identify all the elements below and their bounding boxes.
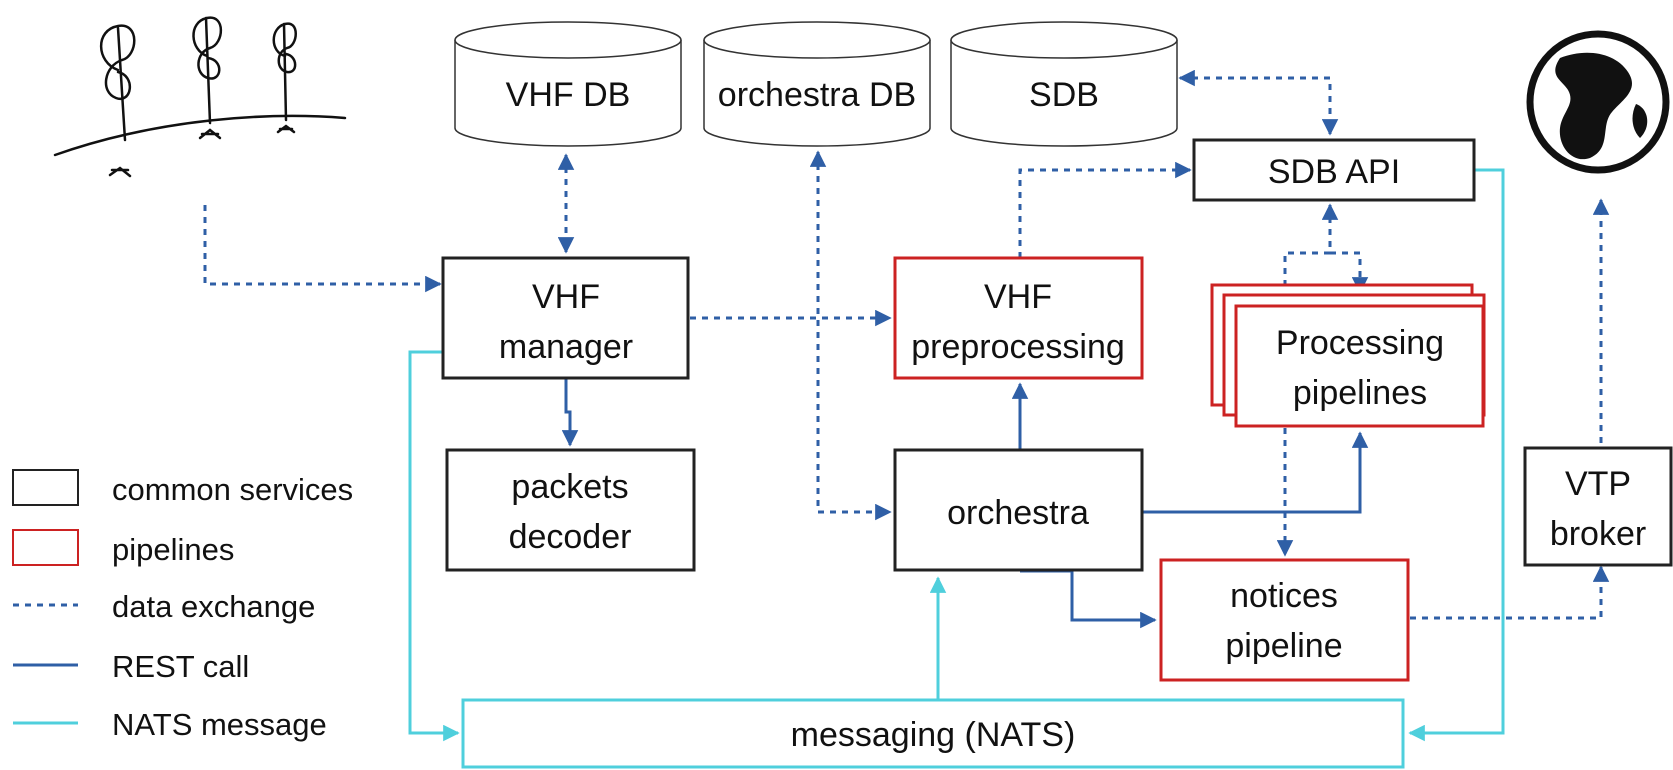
processing-pipelines-label-2: pipelines [1293, 374, 1427, 412]
processing-pipelines-stack[interactable]: Processing pipelines [1210, 283, 1486, 428]
rest-orchestra-to-notices [1020, 569, 1157, 629]
orchestra-db-label: orchestra DB [718, 76, 916, 114]
vhf-db-label: VHF DB [506, 76, 631, 114]
nats-sdb-api-to-messaging [1408, 168, 1505, 742]
legend-label-data-exchange: data exchange [112, 589, 315, 624]
vhf-manager-label-1: VHF [532, 278, 600, 316]
sdb-cylinder[interactable]: SDB [950, 21, 1178, 147]
vtp-broker-box[interactable]: VTP broker [1523, 446, 1673, 567]
processing-pipelines-label-1: Processing [1276, 324, 1444, 362]
legend-label-pipelines: pipelines [112, 532, 234, 567]
sdb-label: SDB [1029, 76, 1099, 114]
data-antennas-to-vhf-manager [203, 205, 442, 293]
nats-vhf-manager-to-messaging [408, 350, 460, 742]
packets-decoder-label-1: packets [511, 468, 628, 506]
rest-vhf-manager-to-packets-decoder [561, 378, 579, 447]
notices-pipeline-box[interactable]: notices pipeline [1159, 558, 1410, 682]
legend-label-rest-call: REST call [112, 649, 249, 684]
data-sdb-api-to-processing [1283, 203, 1339, 310]
antennas-sketch-icon [53, 16, 347, 178]
vhf-manager-box[interactable]: VHF manager [441, 256, 690, 380]
notices-pipeline-label-2: pipeline [1225, 627, 1342, 665]
legend-swatch-common-services [12, 469, 79, 506]
data-sdb-to-sdb-api [1178, 69, 1339, 136]
orchestra-db-cylinder[interactable]: orchestra DB [703, 21, 931, 147]
rest-orchestra-to-processing [1143, 431, 1369, 514]
sdb-api-box[interactable]: SDB API [1192, 138, 1476, 202]
vhf-preprocessing-label-2: preprocessing [911, 328, 1125, 366]
notices-pipeline-label-1: notices [1230, 577, 1338, 615]
sdb-api-label: SDB API [1268, 153, 1400, 191]
data-notices-to-vtp-broker [1410, 565, 1610, 620]
legend: common services pipelines data exchange … [12, 469, 353, 742]
packets-decoder-box[interactable]: packets decoder [445, 448, 696, 572]
messaging-nats-label: messaging (NATS) [791, 716, 1076, 754]
legend-label-common-services: common services [112, 472, 353, 507]
data-orchestra-db-to-orchestra [809, 150, 892, 521]
packets-decoder-label-2: decoder [509, 518, 632, 556]
vhf-preprocessing-label-1: VHF [984, 278, 1052, 316]
connectors [203, 69, 1610, 742]
data-preprocessing-to-sdb-api [1018, 161, 1192, 258]
vtp-broker-label-1: VTP [1565, 465, 1631, 503]
vtp-broker-label-2: broker [1550, 515, 1646, 553]
messaging-nats-box[interactable]: messaging (NATS) [461, 698, 1405, 769]
globe-icon [1526, 30, 1670, 174]
legend-swatch-pipelines [12, 529, 79, 566]
orchestra-box[interactable]: orchestra [893, 448, 1144, 572]
orchestra-label: orchestra [947, 494, 1089, 532]
vhf-db-cylinder[interactable]: VHF DB [454, 21, 682, 147]
vhf-manager-label-2: manager [499, 328, 633, 366]
legend-label-nats-message: NATS message [112, 707, 327, 742]
data-sdb-api-to-processing-2 [1330, 251, 1369, 294]
vhf-preprocessing-box[interactable]: VHF preprocessing [893, 256, 1144, 380]
